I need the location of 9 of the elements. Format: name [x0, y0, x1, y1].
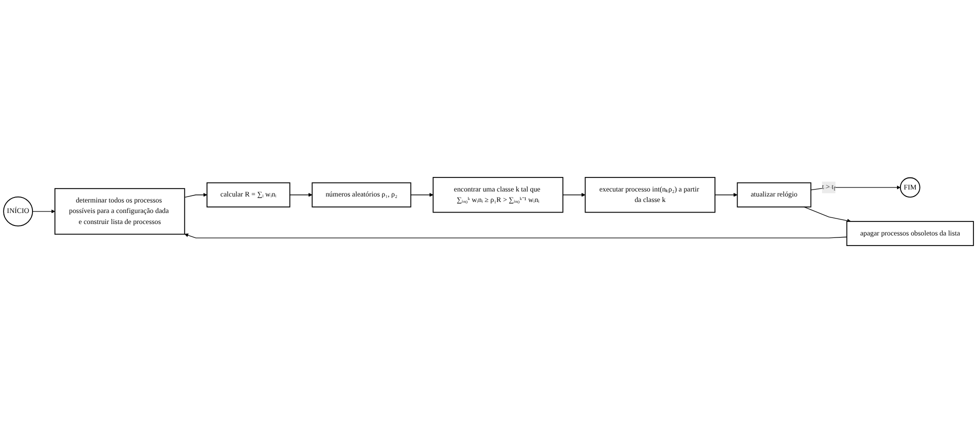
arrow — [32, 209, 56, 214]
arrow — [410, 192, 434, 197]
arrow — [810, 186, 901, 190]
arrow — [289, 192, 312, 197]
arrow — [804, 206, 851, 223]
arrow — [184, 192, 208, 198]
arrow — [184, 233, 848, 238]
arrow — [714, 192, 738, 197]
arrow — [562, 192, 586, 197]
